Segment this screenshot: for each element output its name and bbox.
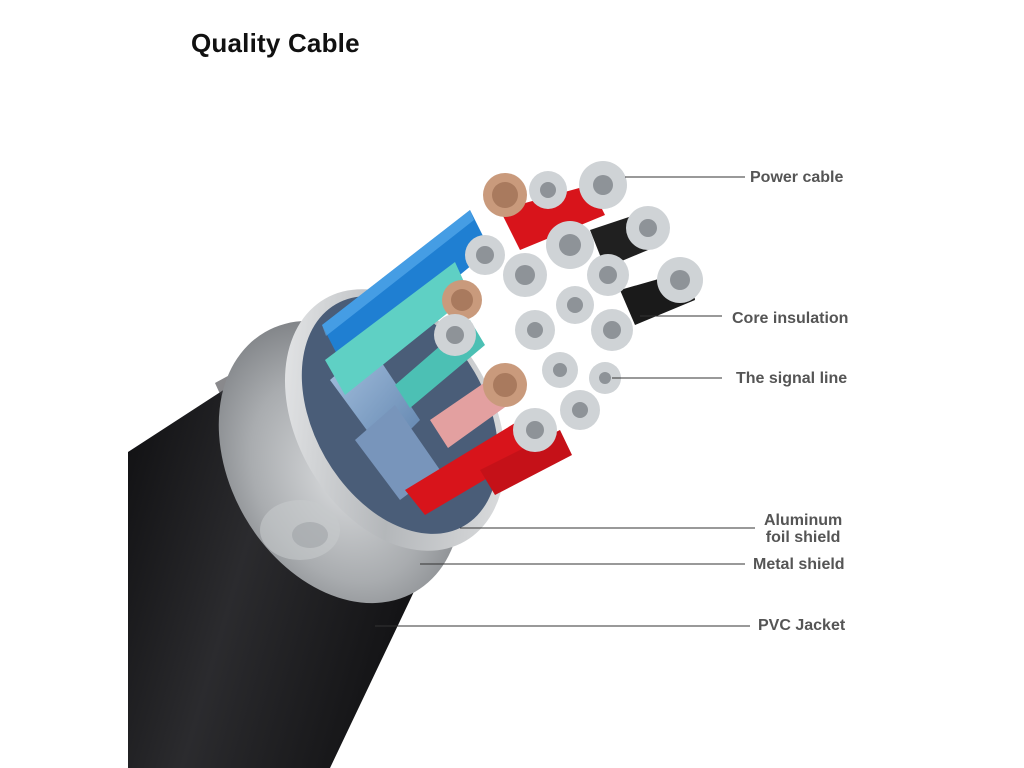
page-title: Quality Cable [191, 28, 360, 58]
label-metal-shield: Metal shield [753, 556, 845, 573]
label-aluminum-line2: foil shield [765, 529, 841, 546]
label-core-insulation: Core insulation [732, 310, 849, 327]
label-signal-line: The signal line [736, 370, 848, 387]
label-aluminum-line1: Aluminum [764, 512, 843, 529]
label-power-cable: Power cable [750, 169, 844, 186]
inner-conductors [322, 161, 703, 515]
label-aluminum-foil-shield: Aluminum foil shield [764, 512, 842, 546]
label-pvc-jacket: PVC Jacket [758, 617, 846, 634]
